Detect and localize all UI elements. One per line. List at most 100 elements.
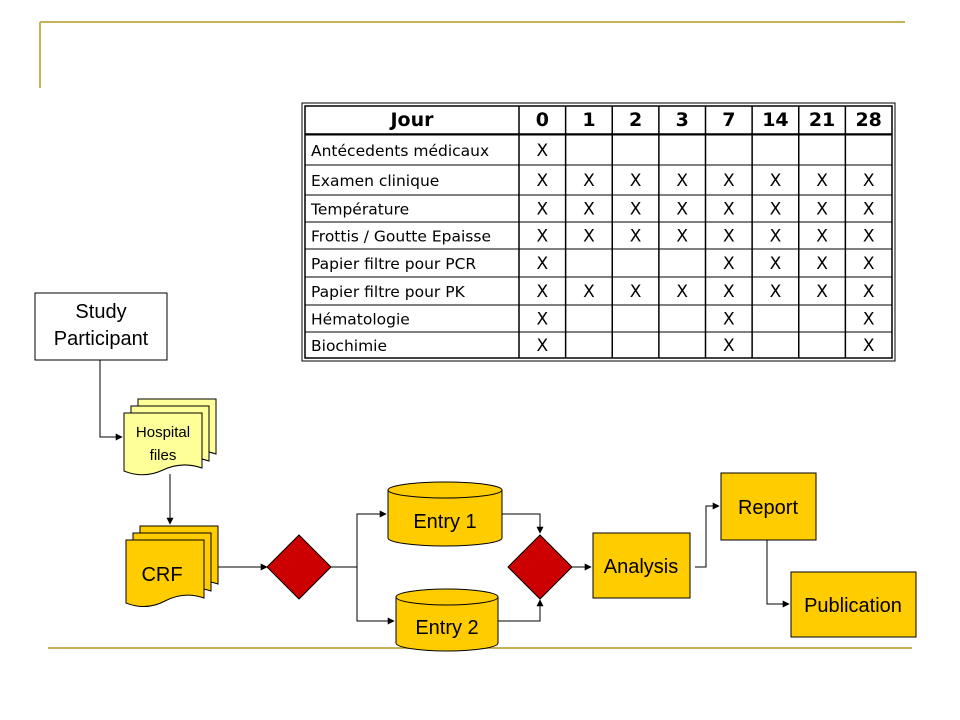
table-cell-mark: X bbox=[863, 227, 875, 247]
table-cell-mark: X bbox=[863, 310, 875, 330]
hospital-files-label-line1: Hospital bbox=[136, 424, 190, 441]
table-cell-mark: X bbox=[630, 282, 642, 302]
entry1-label: Entry 1 bbox=[413, 511, 476, 533]
table-outer-border bbox=[301, 102, 896, 362]
table-cell-mark: X bbox=[816, 200, 828, 220]
table-row-label: Papier filtre pour PCR bbox=[311, 255, 476, 273]
connector-report-to-publication bbox=[766, 540, 790, 608]
table-cell-mark: X bbox=[816, 227, 828, 247]
table-row: Biochimie X X X bbox=[311, 336, 875, 356]
table-day-header: 7 bbox=[722, 109, 735, 131]
table-cell-mark: X bbox=[770, 200, 782, 220]
table-row: Frottis / Goutte Epaisse X X X X X X X X bbox=[311, 227, 875, 247]
table-cell-mark: X bbox=[583, 227, 595, 247]
table-cell-mark: X bbox=[536, 227, 548, 247]
table-day-header: 0 bbox=[536, 109, 549, 131]
study-participant-label-line2: Participant bbox=[54, 328, 149, 350]
table-row-label: Frottis / Goutte Epaisse bbox=[311, 228, 491, 246]
report-node: Report bbox=[720, 472, 817, 541]
analysis-node: Analysis bbox=[592, 532, 691, 599]
table-day-header: 1 bbox=[582, 109, 595, 131]
table-cell-mark: X bbox=[536, 200, 548, 220]
table-day-header: 14 bbox=[762, 109, 788, 131]
table-cell-mark: X bbox=[583, 171, 595, 191]
table-row-label: Examen clinique bbox=[311, 172, 439, 190]
table-row: Température X X X X X X X X bbox=[310, 200, 875, 220]
connector-analysis-to-report bbox=[695, 502, 720, 568]
table-cell-mark: X bbox=[583, 200, 595, 220]
table-cell-mark: X bbox=[770, 282, 782, 302]
analysis-label: Analysis bbox=[604, 556, 678, 578]
table-cell-mark: X bbox=[723, 336, 735, 356]
table-day-header: 21 bbox=[809, 109, 835, 131]
crf-label: CRF bbox=[141, 564, 182, 586]
table-cell-mark: X bbox=[863, 254, 875, 274]
table-cell-mark: X bbox=[770, 227, 782, 247]
split-decision-diamond bbox=[266, 534, 332, 600]
table-header-label: Jour bbox=[388, 109, 434, 131]
connectors bbox=[99, 360, 790, 625]
table-cell-mark: X bbox=[536, 310, 548, 330]
table-row-label: Hématologie bbox=[311, 311, 410, 329]
table-cell-mark: X bbox=[723, 227, 735, 247]
table-cell-mark: X bbox=[536, 171, 548, 191]
table-cell-mark: X bbox=[863, 200, 875, 220]
table-cell-mark: X bbox=[863, 336, 875, 356]
table-row-label: Papier filtre pour PK bbox=[311, 283, 466, 301]
table-row: Hématologie X X X bbox=[311, 310, 875, 330]
table-cell-mark: X bbox=[536, 254, 548, 274]
table-cell-mark: X bbox=[583, 282, 595, 302]
table-row-label: Température bbox=[310, 201, 409, 219]
connector-entry1-to-merge bbox=[501, 513, 544, 534]
publication-label: Publication bbox=[804, 595, 902, 617]
table-cell-mark: X bbox=[630, 227, 642, 247]
connector-participant-to-hospital bbox=[99, 360, 123, 441]
merge-decision-diamond bbox=[507, 534, 573, 600]
table-day-header: 2 bbox=[629, 109, 642, 131]
table-cell-mark: X bbox=[723, 282, 735, 302]
table-cell-mark: X bbox=[863, 171, 875, 191]
table-cell-mark: X bbox=[723, 310, 735, 330]
hospital-files-page-front bbox=[123, 412, 203, 476]
table-cell-mark: X bbox=[676, 171, 688, 191]
report-label: Report bbox=[738, 497, 798, 519]
table-cell-mark: X bbox=[816, 254, 828, 274]
connector-entry2-to-merge bbox=[498, 599, 544, 622]
table-day-header: 3 bbox=[676, 109, 689, 131]
table-cell-mark: X bbox=[676, 227, 688, 247]
table-row-label: Biochimie bbox=[311, 337, 387, 355]
hospital-files-node: Hospital files bbox=[123, 398, 217, 476]
table-day-header: 28 bbox=[855, 109, 881, 131]
table-cell-mark: X bbox=[723, 200, 735, 220]
table-cell-mark: X bbox=[676, 200, 688, 220]
table-cell-mark: X bbox=[723, 171, 735, 191]
table-cell-mark: X bbox=[863, 282, 875, 302]
table-cell-mark: X bbox=[723, 254, 735, 274]
table-row: Examen clinique X X X X X X X X bbox=[311, 171, 875, 191]
table-cell-mark: X bbox=[536, 282, 548, 302]
crf-page-front bbox=[125, 539, 205, 607]
table-cell-mark: X bbox=[816, 282, 828, 302]
table-row: Antécedents médicaux X bbox=[311, 141, 548, 161]
table-inner-border bbox=[304, 105, 893, 359]
table-row-label: Antécedents médicaux bbox=[311, 142, 489, 160]
table-cell-mark: X bbox=[536, 141, 548, 161]
publication-node: Publication bbox=[790, 571, 917, 638]
table-row: Papier filtre pour PK X X X X X X X X bbox=[311, 282, 875, 302]
table-cell-mark: X bbox=[816, 171, 828, 191]
table-header-row: Jour 0 1 2 3 7 14 21 28 bbox=[388, 109, 881, 131]
table-row: Papier filtre pour PCR X X X X X bbox=[311, 254, 875, 274]
table-cell-mark: X bbox=[630, 200, 642, 220]
entry2-database: Entry 2 bbox=[395, 588, 499, 652]
table-cell-mark: X bbox=[630, 171, 642, 191]
entry2-label: Entry 2 bbox=[415, 617, 478, 639]
study-participant-label-line1: Study bbox=[75, 301, 126, 323]
table-cell-mark: X bbox=[676, 282, 688, 302]
entry1-database: Entry 1 bbox=[387, 481, 503, 547]
table-cell-mark: X bbox=[770, 254, 782, 274]
table-cell-mark: X bbox=[536, 336, 548, 356]
connector-decision-to-entry2 bbox=[356, 567, 395, 625]
table-cell-mark: X bbox=[770, 171, 782, 191]
